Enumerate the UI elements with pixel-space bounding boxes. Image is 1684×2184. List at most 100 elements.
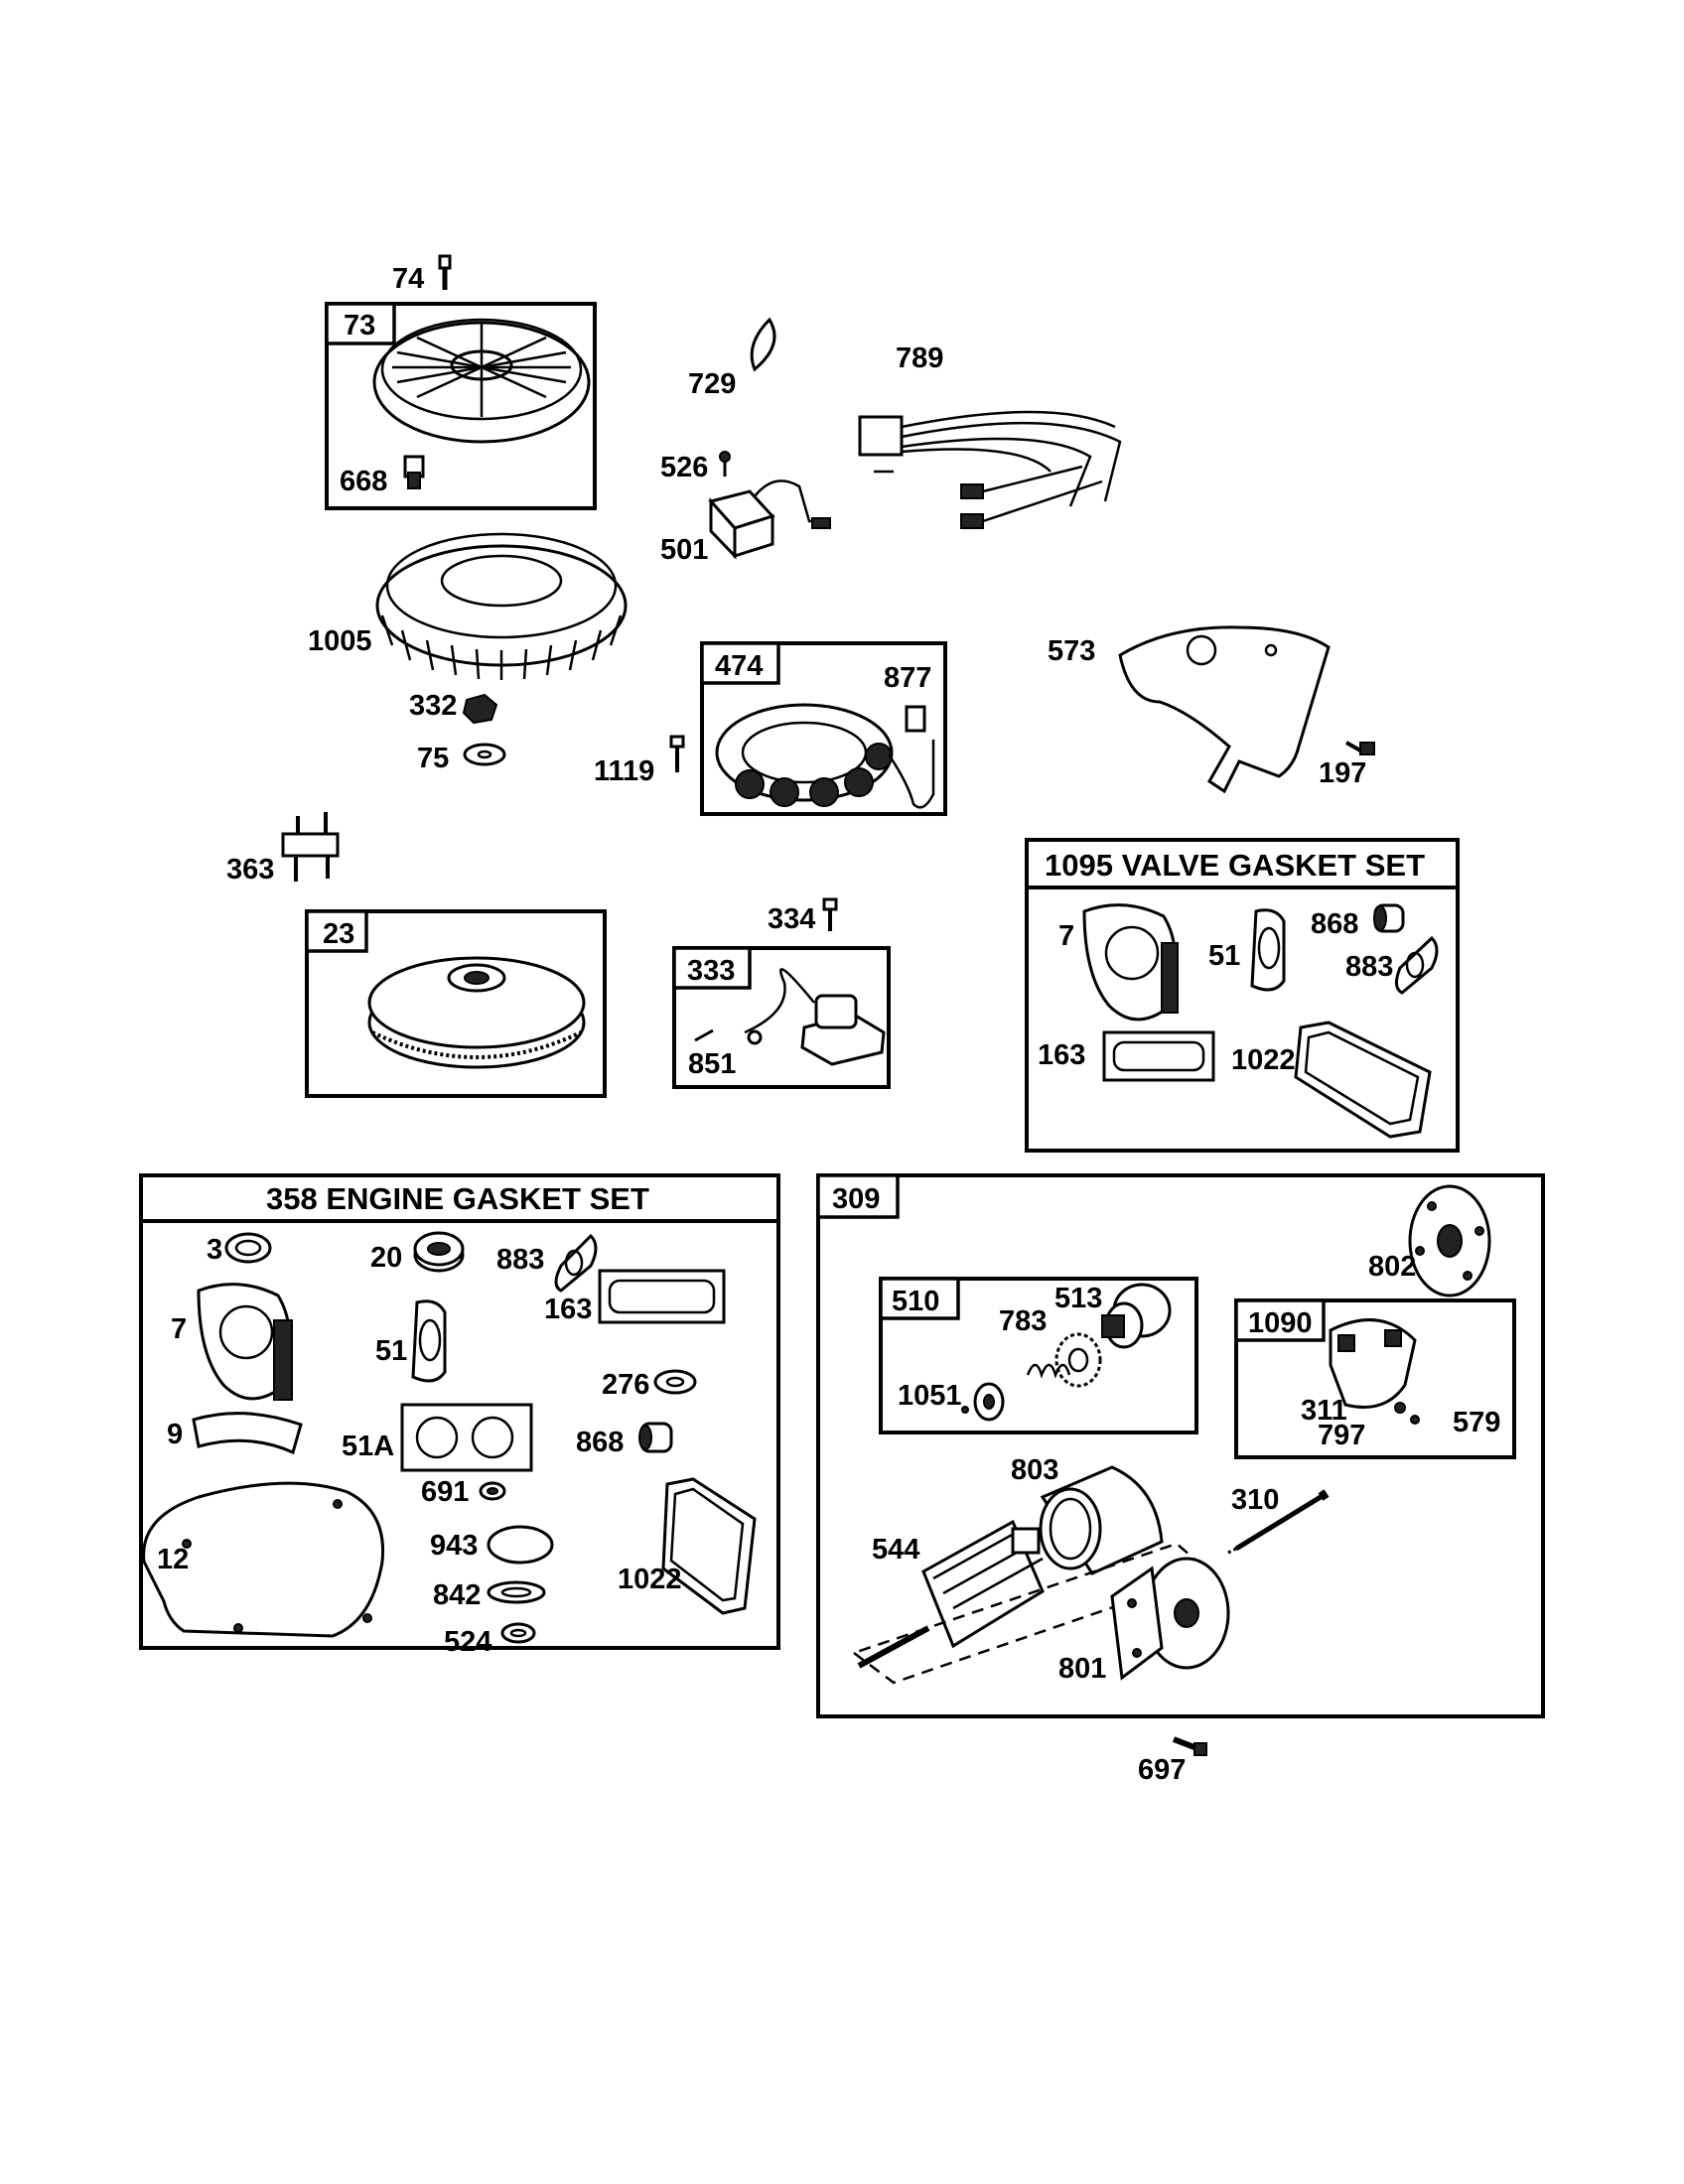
label-g12: 12	[157, 1544, 189, 1575]
label-g7: 7	[171, 1313, 187, 1345]
box-73: 73	[325, 302, 597, 510]
label-75: 75	[417, 743, 449, 774]
bracket-573-icon	[1118, 625, 1331, 794]
crankcase-gasket-12-icon	[142, 1481, 385, 1638]
label-v883: 883	[1345, 951, 1393, 983]
box-23: 23	[305, 909, 607, 1098]
box-23-label: 23	[323, 918, 354, 950]
label-g3: 3	[207, 1234, 222, 1266]
label-789: 789	[896, 342, 943, 374]
washer-691-icon	[479, 1481, 506, 1501]
seal-842-icon	[487, 1580, 546, 1604]
seal-20-icon	[413, 1231, 465, 1273]
label-g842: 842	[433, 1579, 481, 1611]
label-s1051: 1051	[898, 1380, 962, 1412]
label-g163: 163	[544, 1294, 592, 1325]
gasket-51-icon	[1250, 908, 1286, 992]
label-332: 332	[409, 690, 457, 722]
armature-icon	[694, 968, 886, 1066]
seal-3-icon	[224, 1232, 272, 1264]
gasket-51A-icon	[400, 1403, 533, 1472]
label-s544: 544	[872, 1534, 919, 1566]
box-510-label: 510	[892, 1286, 939, 1317]
label-363: 363	[226, 854, 274, 886]
part-668-screw	[403, 455, 425, 489]
gasket-163-icon	[1102, 1030, 1215, 1082]
housing-803-icon	[1039, 1465, 1164, 1575]
box-309: 309	[816, 1173, 1545, 1718]
part-363-bracket	[281, 812, 340, 882]
label-s802: 802	[1368, 1251, 1416, 1283]
label-s801: 801	[1058, 1653, 1106, 1685]
box-1090-label: 1090	[1248, 1307, 1313, 1339]
seal-868-icon-2	[638, 1422, 673, 1453]
gasket-1022-icon	[1294, 1021, 1432, 1139]
part-729-tie	[750, 317, 776, 372]
box-1095-valve-gasket-set: 1095 VALVE GASKET SET	[1025, 838, 1460, 1153]
label-s579: 579	[1453, 1407, 1500, 1438]
label-668: 668	[340, 466, 387, 497]
label-v7: 7	[1058, 920, 1074, 952]
part-74-bolt	[438, 254, 452, 290]
gasket-883-icon-2	[554, 1233, 598, 1293]
part-334-screw	[822, 897, 838, 931]
label-g20: 20	[370, 1242, 402, 1274]
stator-icon	[715, 703, 935, 809]
label-s311: 311	[1301, 1395, 1347, 1427]
box-333: 333	[672, 946, 891, 1089]
box-474-label: 474	[715, 650, 763, 682]
head-gasket-7-icon-2	[197, 1283, 293, 1401]
label-g9: 9	[167, 1419, 183, 1450]
label-g524: 524	[444, 1626, 491, 1658]
gasket-51-icon-2	[411, 1299, 447, 1383]
label-729: 729	[688, 368, 736, 400]
screw-697-icon	[1172, 1736, 1207, 1756]
label-74: 74	[392, 263, 424, 295]
gear-783-icon	[1054, 1332, 1102, 1388]
label-877: 877	[884, 662, 931, 694]
box-73-label: 73	[344, 310, 375, 341]
box-474: 474	[700, 641, 947, 816]
box-358-engine-gasket-set: 358 ENGINE GASKET SET	[139, 1173, 780, 1650]
label-s803: 803	[1011, 1454, 1058, 1486]
head-gasket-7-icon	[1082, 903, 1179, 1022]
label-1119: 1119	[594, 755, 654, 787]
box-333-label: 333	[687, 955, 735, 987]
part-1119-screw	[669, 735, 685, 772]
label-v51: 51	[1208, 940, 1240, 972]
label-v163: 163	[1038, 1039, 1085, 1071]
washer-276-icon	[653, 1369, 697, 1395]
brush-holder-icon	[1329, 1318, 1420, 1425]
label-526: 526	[660, 452, 708, 483]
label-g51A: 51A	[342, 1431, 394, 1462]
label-g1022: 1022	[618, 1564, 682, 1595]
label-197: 197	[1319, 757, 1366, 789]
label-s513: 513	[1054, 1283, 1102, 1314]
gasket-883-icon	[1395, 935, 1439, 995]
label-g943: 943	[430, 1530, 478, 1562]
end-cap-801-icon	[1110, 1557, 1230, 1681]
label-573: 573	[1048, 635, 1095, 667]
part-197-screw	[1345, 741, 1375, 755]
label-g51: 51	[375, 1335, 407, 1367]
drive-513-icon	[1101, 1283, 1172, 1349]
rotating-screen-icon	[372, 318, 591, 444]
label-501: 501	[660, 534, 708, 566]
label-s783: 783	[999, 1305, 1047, 1337]
part-526-screw	[719, 451, 731, 477]
flywheel-icon	[367, 956, 586, 1069]
box-510: 510	[879, 1277, 1198, 1434]
label-g883: 883	[496, 1244, 544, 1276]
o-ring-943-icon	[487, 1525, 554, 1565]
label-851: 851	[688, 1048, 736, 1080]
gasket-163-icon-2	[598, 1269, 726, 1324]
spring-1051-icon	[961, 1363, 1071, 1422]
label-g868: 868	[576, 1427, 624, 1458]
regulator-501-icon	[708, 479, 831, 560]
label-g691: 691	[421, 1476, 469, 1508]
end-plate-802-icon	[1408, 1184, 1491, 1297]
label-g276: 276	[602, 1369, 649, 1401]
box-1090: 1090	[1234, 1298, 1516, 1459]
part-75-washer	[463, 743, 506, 766]
